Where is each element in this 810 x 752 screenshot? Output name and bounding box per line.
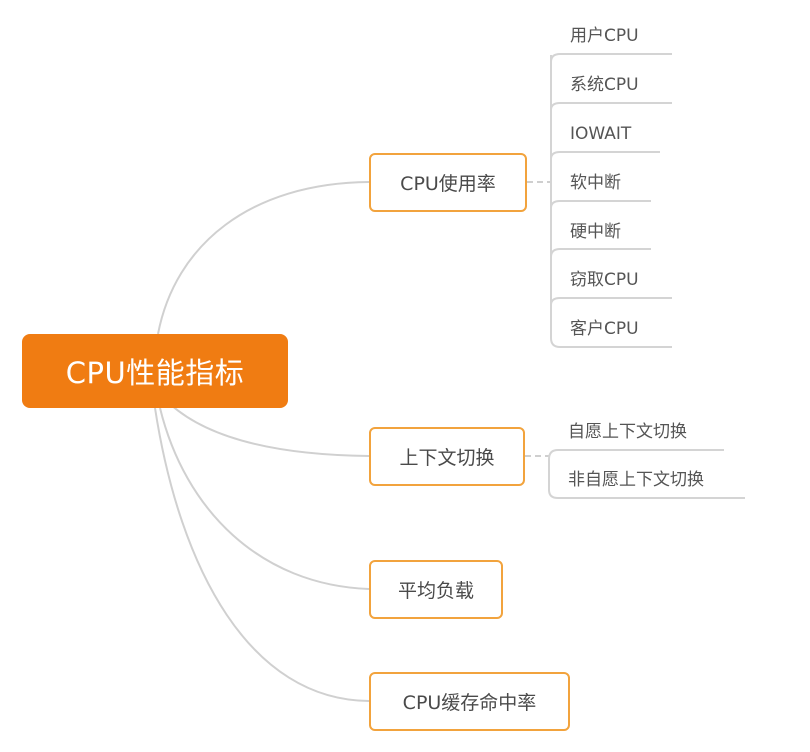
bracket-cpu <box>550 55 672 348</box>
leaf-involuntary-switch[interactable]: 非自愿上下文切换 <box>568 470 704 490</box>
leaf-steal-cpu[interactable]: 窃取CPU <box>570 270 639 290</box>
branch-load-average[interactable]: 平均负载 <box>369 560 503 619</box>
branch-cpu-cache-hit[interactable]: CPU缓存命中率 <box>369 672 570 731</box>
branch-context-switch[interactable]: 上下文切换 <box>369 427 525 486</box>
connector-root-cpu <box>157 181 370 335</box>
leaf-underline-3 <box>550 151 660 160</box>
leaf-underline-2 <box>550 102 672 111</box>
leaf-hardirq[interactable]: 硬中断 <box>570 222 621 242</box>
leaf-underline-1 <box>550 53 672 63</box>
leaf-system-cpu[interactable]: 系统CPU <box>570 75 639 95</box>
bracket-ctx <box>548 459 745 499</box>
leaf-iowait[interactable]: IOWAIT <box>570 124 632 144</box>
leaf-softirq[interactable]: 软中断 <box>570 173 621 193</box>
connector-root-ctx <box>169 403 370 457</box>
connector-root-load <box>159 407 370 590</box>
root-node[interactable]: CPU性能指标 <box>22 334 288 408</box>
leaf-underline-ctx-1 <box>548 449 724 460</box>
connector-root-cache <box>154 407 370 702</box>
leaf-guest-cpu[interactable]: 客户CPU <box>570 319 639 339</box>
branch-cpu-usage[interactable]: CPU使用率 <box>369 153 527 212</box>
leaf-voluntary-switch[interactable]: 自愿上下文切换 <box>568 422 687 442</box>
leaf-underline-4 <box>550 200 651 209</box>
leaf-user-cpu[interactable]: 用户CPU <box>570 26 639 46</box>
leaf-underline-5 <box>550 248 651 258</box>
leaf-underline-6 <box>550 297 672 306</box>
